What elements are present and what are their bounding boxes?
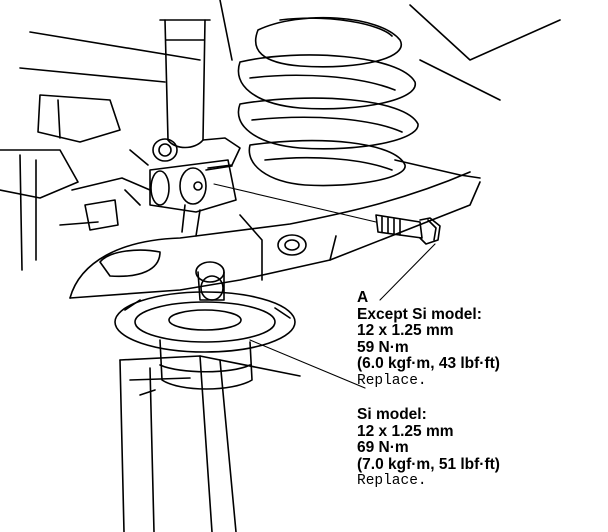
jack-stand <box>119 355 301 532</box>
except-si-note: Replace. <box>357 372 427 389</box>
except-si-torque: 59 N·m <box>357 338 409 356</box>
si-heading: Si model: <box>357 406 427 423</box>
except-si-size: 12 x 1.25 mm <box>357 322 454 339</box>
lower-control-arm <box>69 171 481 299</box>
spacer <box>357 389 602 407</box>
except-si-heading: Except Si model: <box>357 305 482 323</box>
si-note: Replace. <box>357 473 427 489</box>
coil-spring <box>237 16 419 187</box>
ball-joint <box>195 261 225 301</box>
jack-saddle <box>114 291 296 390</box>
si-torque-alt: (7.0 kgf·m, 51 lbf·ft) <box>357 455 500 473</box>
fork-bushing <box>149 159 237 237</box>
shock-absorber <box>152 19 241 169</box>
leader-lines <box>213 183 436 389</box>
bolt-a <box>375 214 441 245</box>
except-si-torque-alt: (6.0 kgf·m, 43 lbf·ft) <box>357 355 500 372</box>
callout-letter: A <box>357 289 369 306</box>
si-torque: 69 N·m <box>357 439 409 456</box>
knuckle-assembly <box>0 94 151 271</box>
si-size: 12 x 1.25 mm <box>357 422 454 440</box>
body-frame <box>19 0 561 179</box>
spec-callout: A Except Si model: 12 x 1.25 mm 59 N·m (… <box>357 289 602 490</box>
